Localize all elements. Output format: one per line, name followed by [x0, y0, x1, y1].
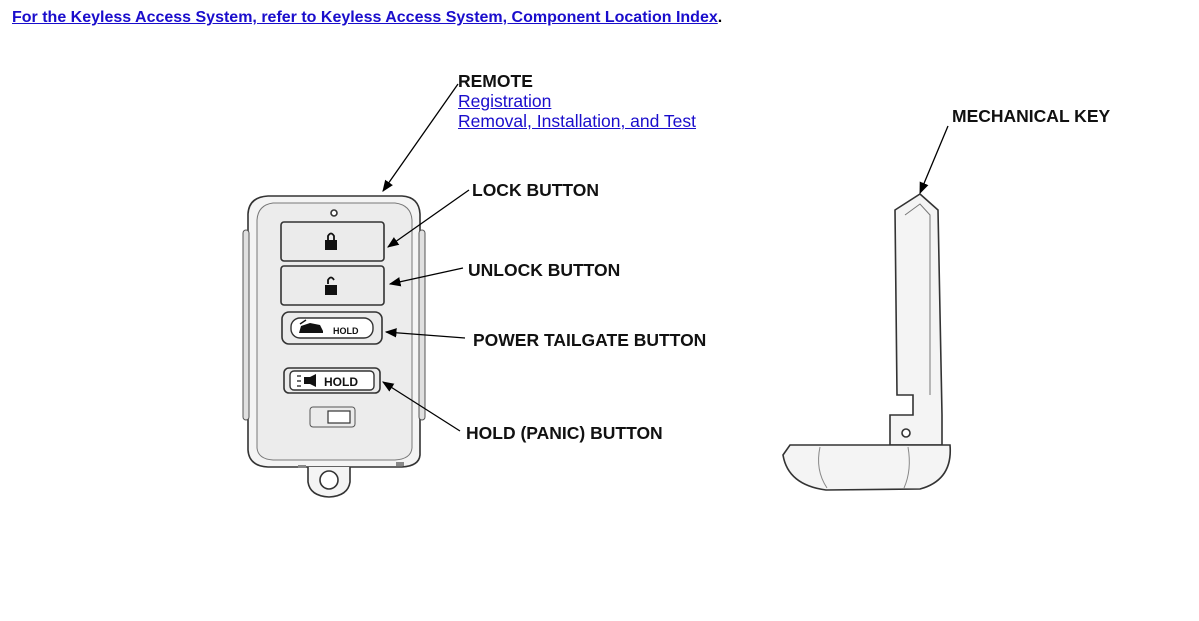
indicator-led — [330, 209, 338, 217]
fob-side-edge-left — [242, 229, 250, 421]
tailgate-hold-text: HOLD — [333, 326, 359, 336]
tailgate-leader — [384, 328, 466, 339]
panic-hold-text: HOLD — [324, 375, 358, 389]
lock-icon — [325, 232, 337, 250]
unlock-icon — [325, 276, 337, 295]
fob-side-edge-right — [418, 229, 426, 421]
panic-leader — [382, 381, 461, 432]
callout-lines — [382, 83, 949, 432]
key-blade — [889, 192, 943, 446]
remote-fob — [242, 195, 426, 498]
key-head — [782, 444, 951, 491]
lock-leader — [387, 189, 470, 248]
panic-horn-icon — [297, 374, 316, 387]
unlock-leader — [388, 267, 464, 287]
removal-installation-test-link[interactable]: Removal, Installation, and Test — [458, 111, 697, 131]
remote-label: REMOTE — [458, 71, 533, 91]
registration-link[interactable]: Registration — [458, 91, 552, 111]
lock-button-label: LOCK BUTTON — [472, 180, 600, 200]
power-tailgate-button-label: POWER TAILGATE BUTTON — [473, 330, 707, 350]
hold-panic-button-label: HOLD (PANIC) BUTTON — [466, 423, 663, 443]
mechanical-key — [782, 192, 951, 491]
reference-line: For the Keyless Access System, refer to … — [12, 9, 722, 27]
component-location-index-link[interactable]: For the Keyless Access System, refer to … — [12, 9, 718, 26]
tailgate-car-icon — [299, 319, 323, 333]
unlock-button-label: UNLOCK BUTTON — [468, 260, 621, 280]
key-leader — [919, 125, 949, 195]
mechanical-key-label: MECHANICAL KEY — [952, 106, 1111, 126]
reference-period: . — [717, 9, 723, 26]
remote-leader — [382, 83, 459, 192]
